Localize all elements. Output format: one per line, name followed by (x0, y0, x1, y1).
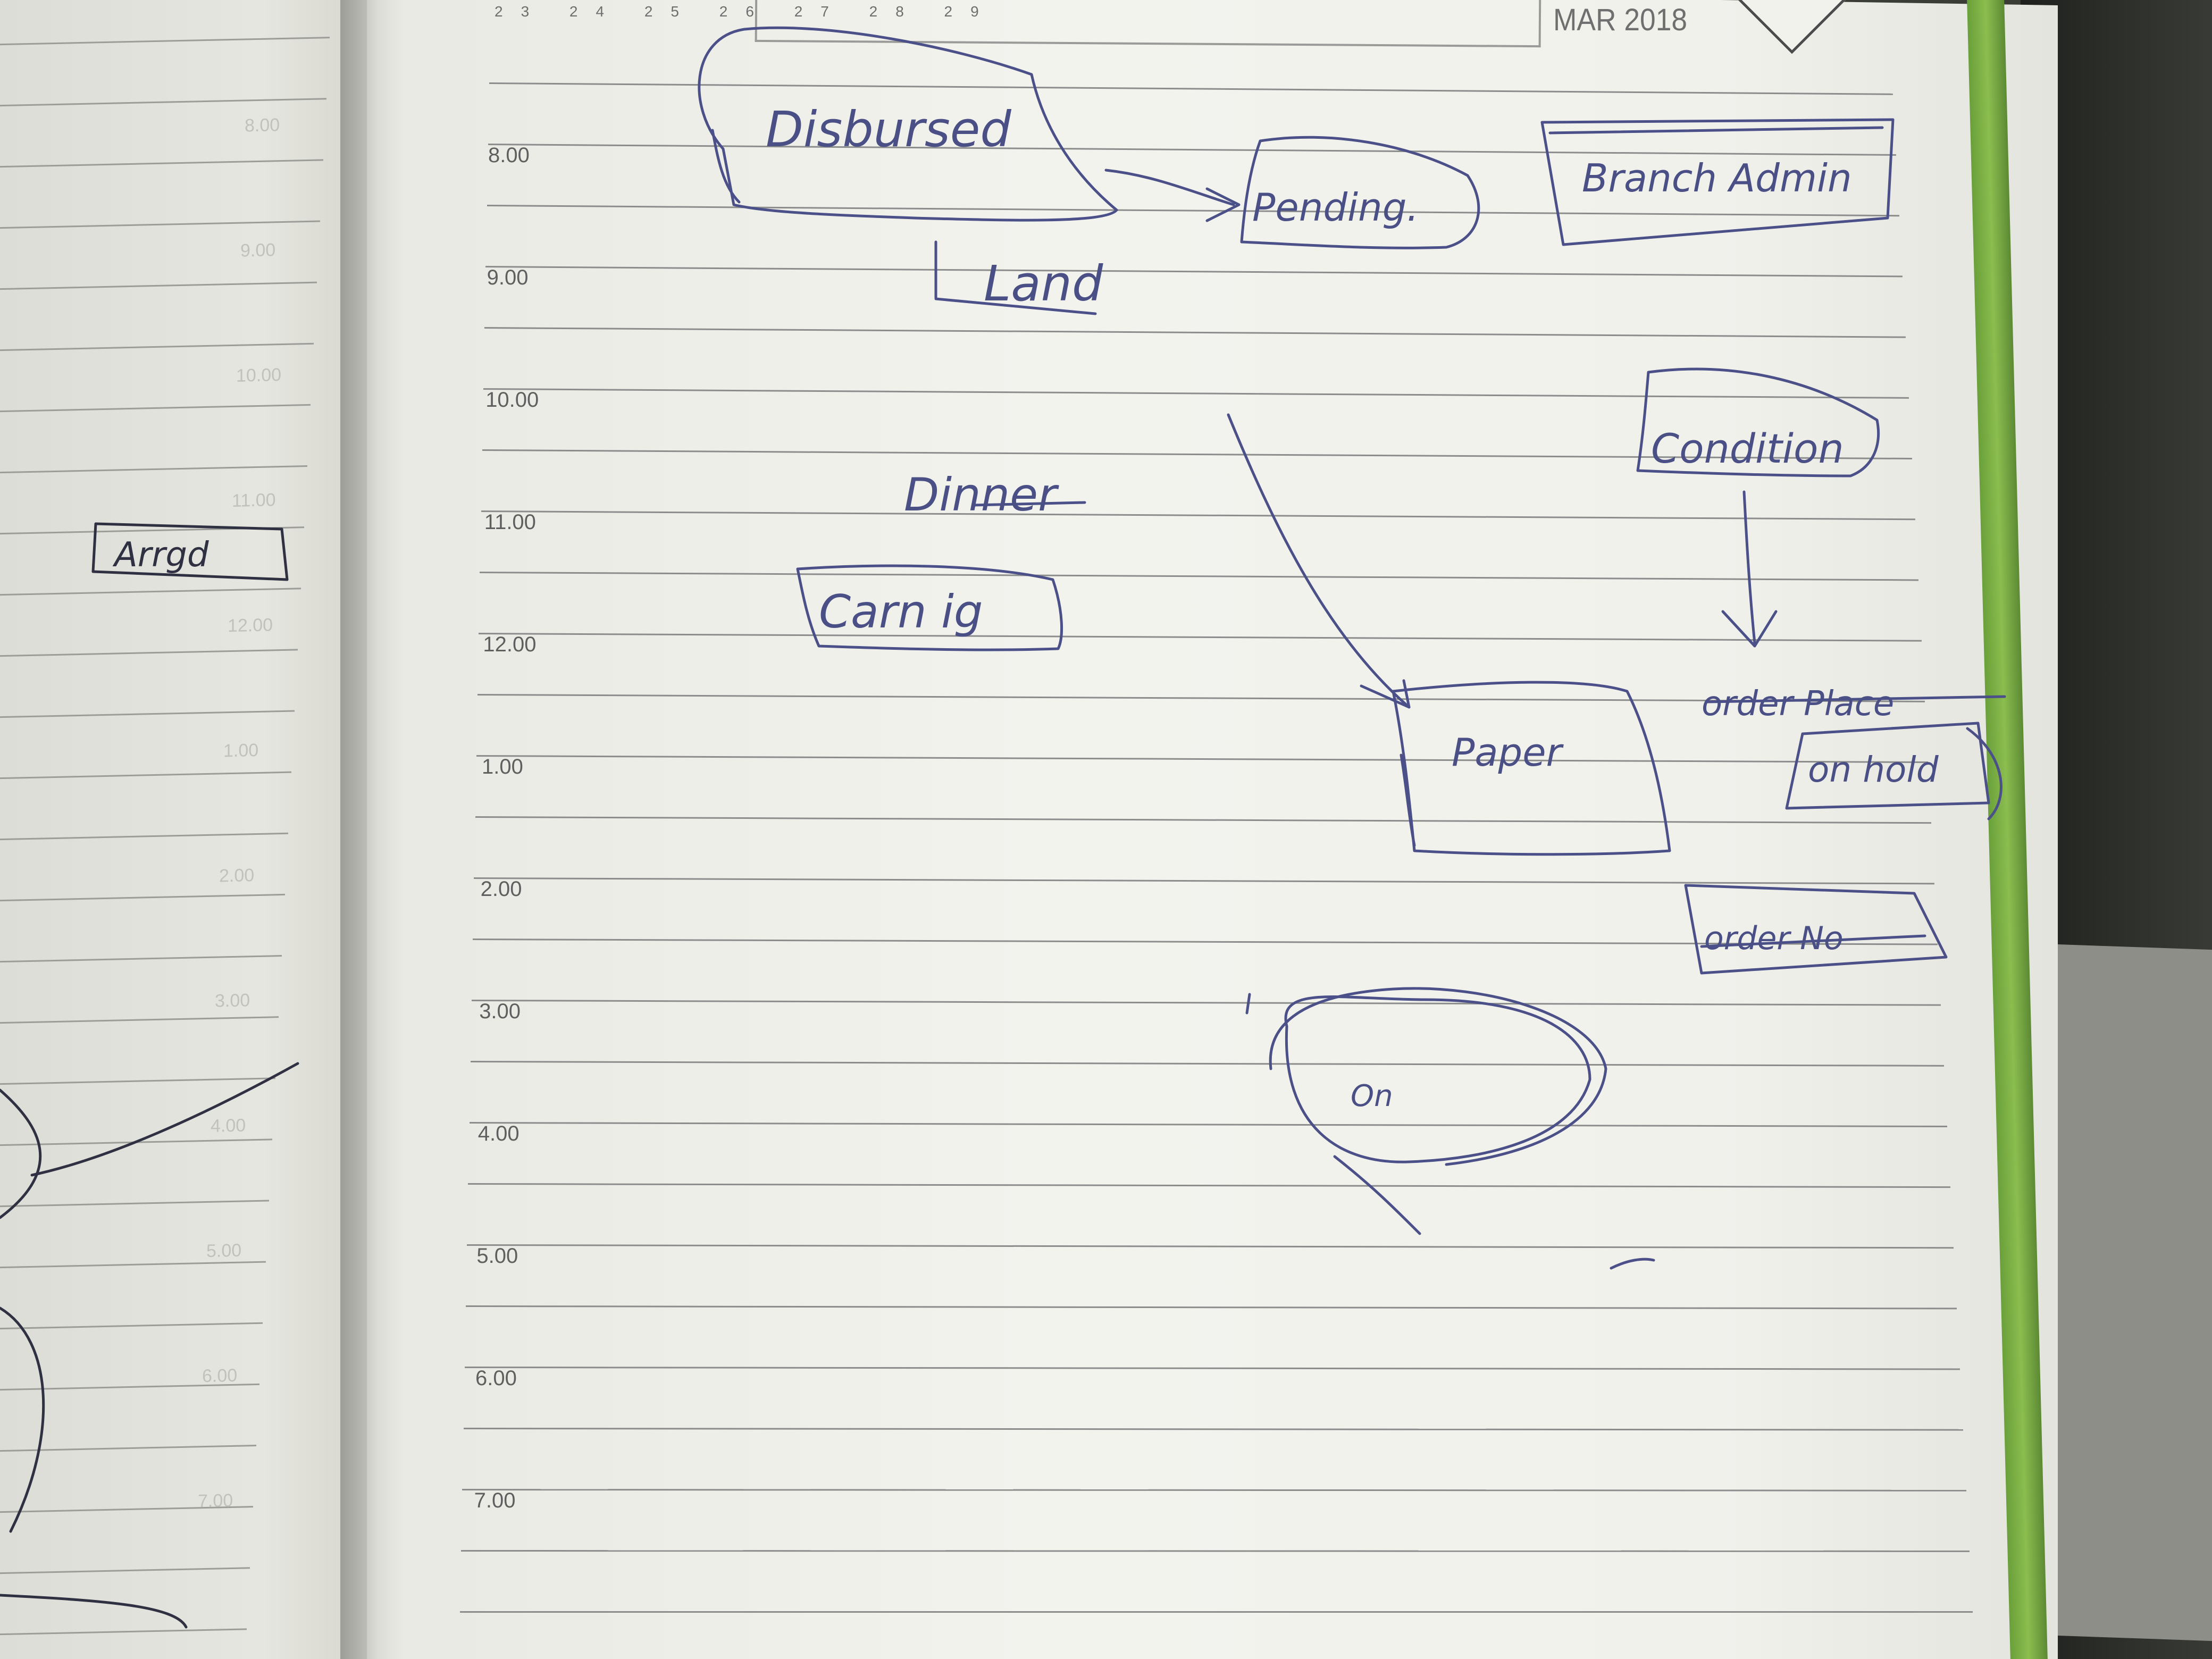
condition-box (1636, 367, 1880, 477)
text-order-no: order No (1704, 920, 1844, 957)
hour-label: 9.00 (487, 266, 529, 289)
text-order-place: order Place (1702, 684, 1894, 724)
text-disbursed: Disbursed (766, 101, 1011, 158)
hour-label: 1.00 (482, 755, 523, 778)
arrow-to-pending (1104, 169, 1235, 206)
hour-label: 8.00 (488, 144, 530, 167)
on-hold-box (1785, 722, 1990, 810)
order-no-box (1684, 884, 1948, 975)
branch-admin-box (1540, 118, 1895, 246)
curve-to-paper (1227, 413, 1411, 709)
carnig-box (796, 564, 1063, 651)
date-strip: 23 24 25 26 27 28 29 (495, 3, 997, 20)
text-left-note: Arrgd (112, 535, 209, 575)
paper-box (1392, 681, 1671, 856)
book-gutter-shadow (340, 0, 404, 1659)
pending-box (1240, 136, 1480, 249)
hour-label: 4.00 (477, 1122, 520, 1145)
arrow-down (1742, 490, 1756, 645)
hour-label: 2.00 (480, 877, 522, 901)
disbursed-shape (698, 26, 1118, 222)
text-branch-admin: Branch Admin (1582, 156, 1852, 200)
text-carnig: Carn ig (819, 585, 983, 639)
text-paper: Paper (1452, 730, 1564, 775)
hour-label: 12.00 (483, 633, 537, 656)
left-box (91, 522, 289, 581)
hour-label: 6.00 (475, 1367, 517, 1390)
text-dinner: Dinner (904, 468, 1059, 522)
hour-label: 3.00 (479, 1000, 521, 1023)
hour-label: 10.00 (485, 388, 539, 412)
text-condition: Condition (1651, 425, 1844, 472)
text-oval: On (1351, 1079, 1393, 1113)
oval-shape (1284, 995, 1591, 1163)
land-marks (934, 240, 1097, 315)
text-on-hold: on hold (1808, 749, 1939, 790)
hour-label: 7.00 (474, 1489, 516, 1512)
text-pending: Pending. (1252, 185, 1419, 230)
hour-label: 5.00 (476, 1244, 518, 1268)
text-land: Land (984, 255, 1103, 312)
hour-label: 11.00 (484, 510, 536, 534)
month-label: MAR 2018 (1553, 3, 1688, 37)
